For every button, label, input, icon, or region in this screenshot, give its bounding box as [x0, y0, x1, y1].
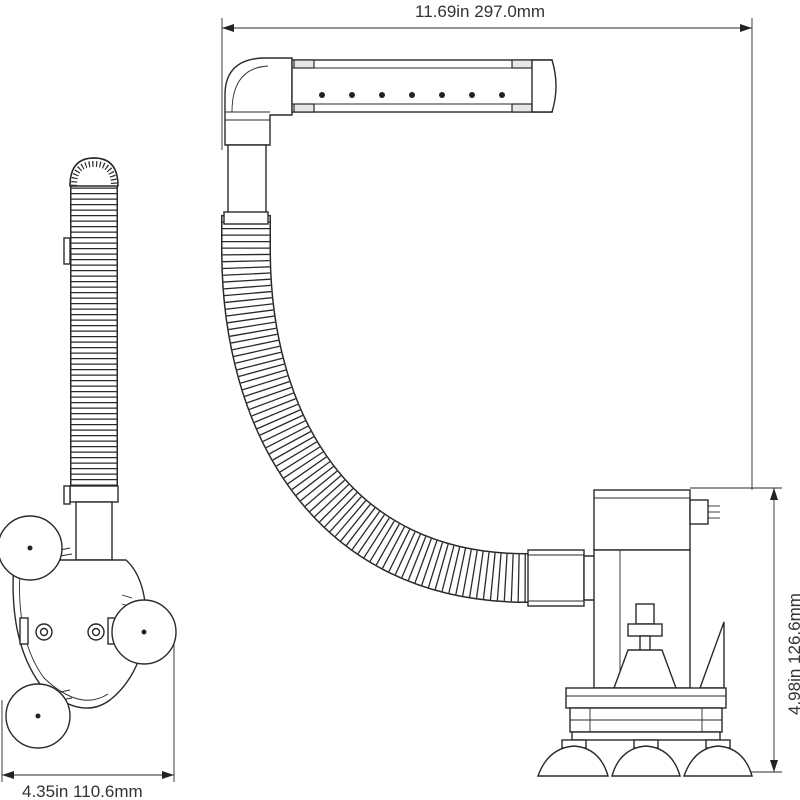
suction-cup [5, 683, 71, 749]
height-dimension-label: 4.98in 126.6mm [785, 593, 800, 715]
suction-cup [683, 739, 753, 777]
width-dimension-label: 11.69in 297.0mm [415, 2, 545, 21]
front-view [221, 57, 753, 777]
mounting-bolt [612, 603, 725, 689]
suction-cup [611, 739, 681, 777]
side-width-dimension-label: 4.35in 110.6mm [22, 782, 143, 800]
suction-cup [111, 599, 177, 665]
spray-holes [319, 92, 505, 98]
side-suction-cups [0, 515, 177, 749]
base-plate [565, 687, 727, 741]
width-dimension: 11.69in 297.0mm [221, 2, 753, 490]
side-base-disc [12, 547, 147, 709]
suction-cup [0, 515, 63, 581]
corrugated-hose [221, 211, 531, 604]
side-stem [63, 485, 119, 561]
spray-bar [291, 59, 557, 113]
suction-cups [537, 739, 753, 777]
side-view [0, 157, 177, 749]
height-dimension: 4.98in 126.6mm [690, 487, 800, 773]
elbow-fitting [224, 57, 293, 216]
side-width-dimension: 4.35in 110.6mm [1, 640, 175, 800]
side-hose [63, 157, 119, 488]
suction-cup [537, 739, 609, 777]
